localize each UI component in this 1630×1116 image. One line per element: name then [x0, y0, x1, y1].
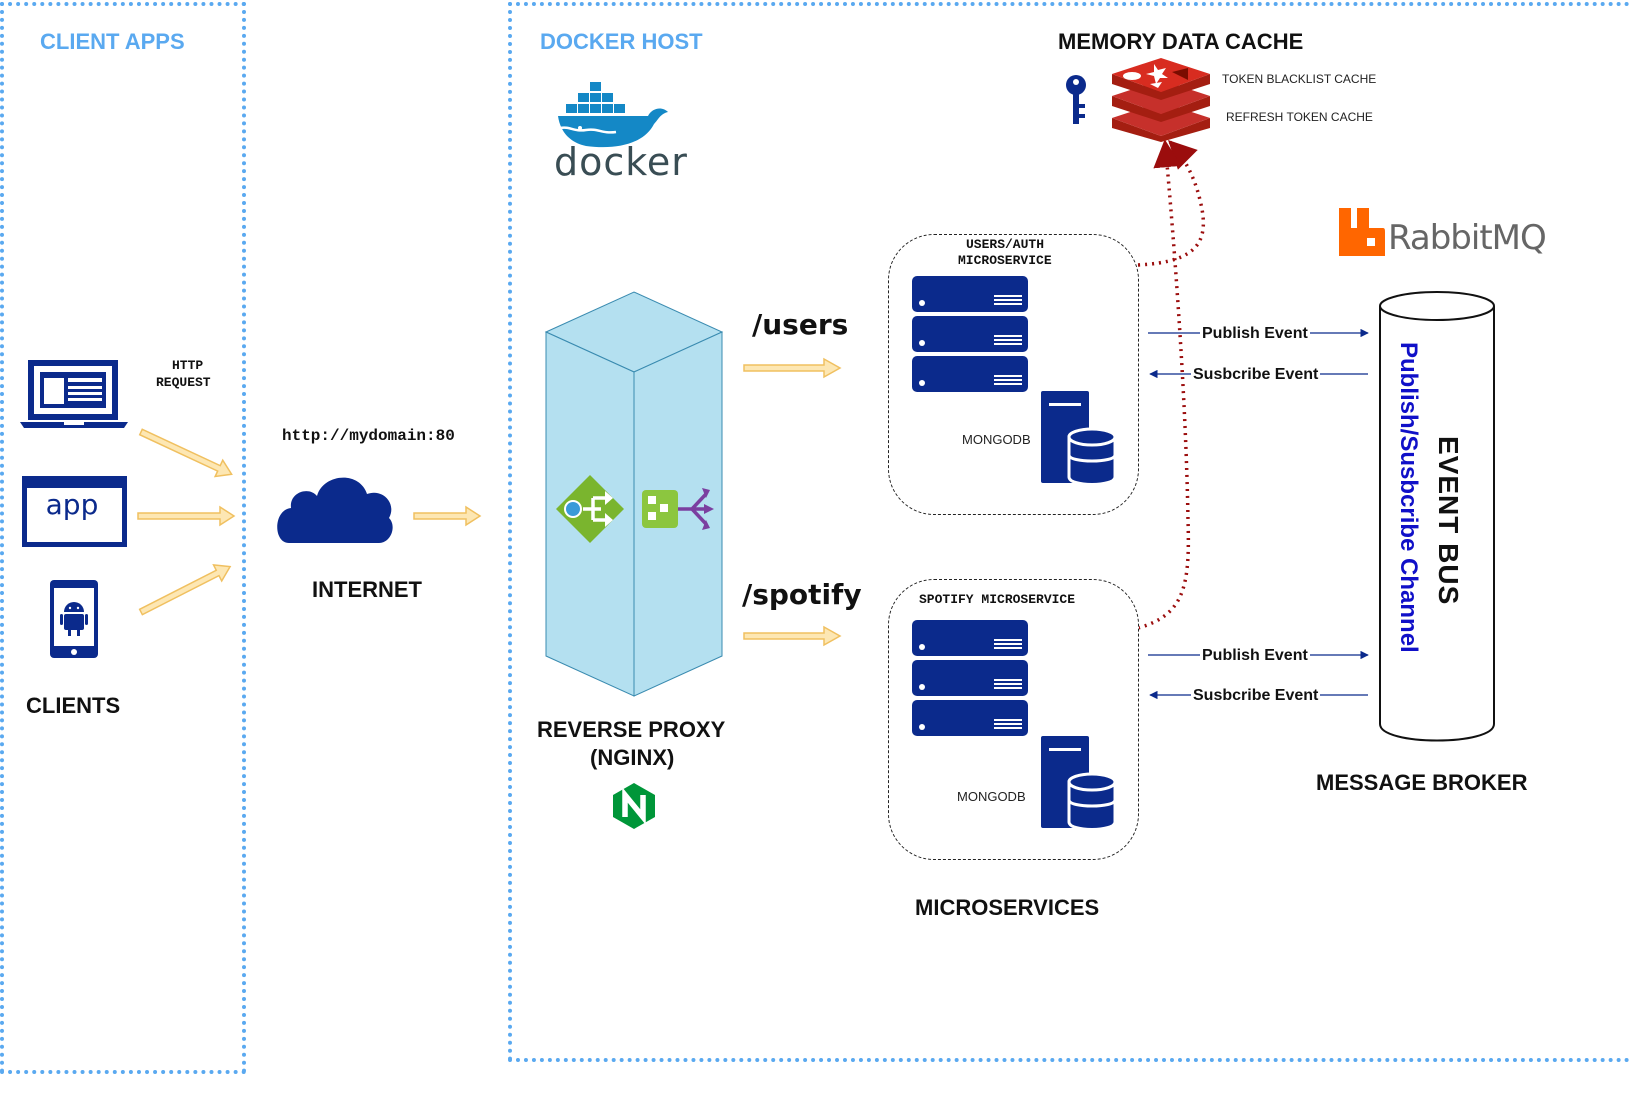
users-auth-title-line2: MICROSERVICE	[958, 253, 1052, 268]
block-arrow-internet	[413, 505, 482, 527]
block-arrow-app	[137, 505, 236, 527]
route-users-label: /users	[752, 308, 849, 341]
internet-label: INTERNET	[312, 577, 422, 602]
spotify-microservice-title: SPOTIFY MICROSERVICE	[919, 592, 1076, 607]
users-auth-title-line1: USERS/AUTH	[966, 237, 1045, 252]
memory-cache-title: MEMORY DATA CACHE	[1058, 29, 1304, 54]
docker-logo-text: docker	[554, 140, 688, 184]
android-phone-icon	[50, 580, 98, 658]
laptop-icon	[20, 360, 128, 428]
cache-link-users	[1137, 140, 1205, 267]
http-request-label-line1: HTTP	[172, 358, 204, 373]
reverse-proxy-label-line2: (NGINX)	[590, 745, 675, 770]
users-subscribe-event-label: Susbcribe Event	[1191, 366, 1321, 384]
block-arrow-users-route	[743, 357, 842, 379]
docker-host-title: DOCKER HOST	[540, 29, 703, 54]
event-bus-label: EVENT BUS	[1433, 436, 1464, 606]
cache-link-spotify	[1137, 139, 1191, 630]
key-icon	[1066, 75, 1086, 124]
spotify-subscribe-event-label: Susbcribe Event	[1191, 687, 1321, 705]
spotify-mongodb-label: MONGODB	[957, 789, 1026, 804]
clients-label: CLIENTS	[26, 693, 121, 718]
publish-subscribe-channel-label: Publish/Susbcribe Channel	[1395, 342, 1422, 653]
block-arrow-spotify-route	[743, 625, 842, 647]
load-balancer-icon	[556, 475, 624, 543]
client-apps-region	[0, 2, 246, 1074]
block-arrow-phone	[138, 564, 232, 616]
message-broker-label: MESSAGE BROKER	[1316, 770, 1528, 795]
users-mongodb-label: MONGODB	[962, 432, 1031, 447]
cloud-icon	[277, 477, 393, 543]
block-arrow-laptop	[138, 428, 233, 478]
docker-host-region	[508, 2, 1630, 1062]
reverse-proxy-label-line1: REVERSE PROXY	[537, 717, 726, 742]
spotify-server-stack-icon	[912, 620, 1028, 736]
docker-whale-icon	[558, 82, 668, 148]
refresh-token-cache-label: REFRESH TOKEN CACHE	[1226, 110, 1373, 124]
route-spotify-label: /spotify	[742, 578, 862, 611]
users-mongodb-icon	[1041, 391, 1117, 486]
client-apps-title: CLIENT APPS	[40, 29, 185, 54]
app-icon-text: app	[45, 488, 99, 521]
event-bus-cylinder	[1379, 291, 1495, 742]
users-publish-event-label: Publish Event	[1200, 325, 1310, 343]
spotify-mongodb-icon	[1041, 736, 1117, 831]
microservices-label: MICROSERVICES	[915, 895, 1100, 920]
rabbitmq-logo-text: RabbitMQ	[1388, 218, 1547, 258]
app-window-icon: app	[22, 476, 127, 547]
token-blacklist-cache-label: TOKEN BLACKLIST CACHE	[1222, 72, 1377, 86]
redis-icon	[1112, 58, 1210, 142]
nginx-logo-icon	[613, 783, 655, 829]
internet-url: http://mydomain:80	[282, 427, 455, 445]
users-server-stack-icon	[912, 276, 1028, 392]
rabbitmq-logo-icon	[1339, 208, 1385, 256]
router-icon	[642, 488, 714, 530]
http-request-label-line2: REQUEST	[156, 375, 211, 390]
spotify-publish-event-label: Publish Event	[1200, 647, 1310, 665]
